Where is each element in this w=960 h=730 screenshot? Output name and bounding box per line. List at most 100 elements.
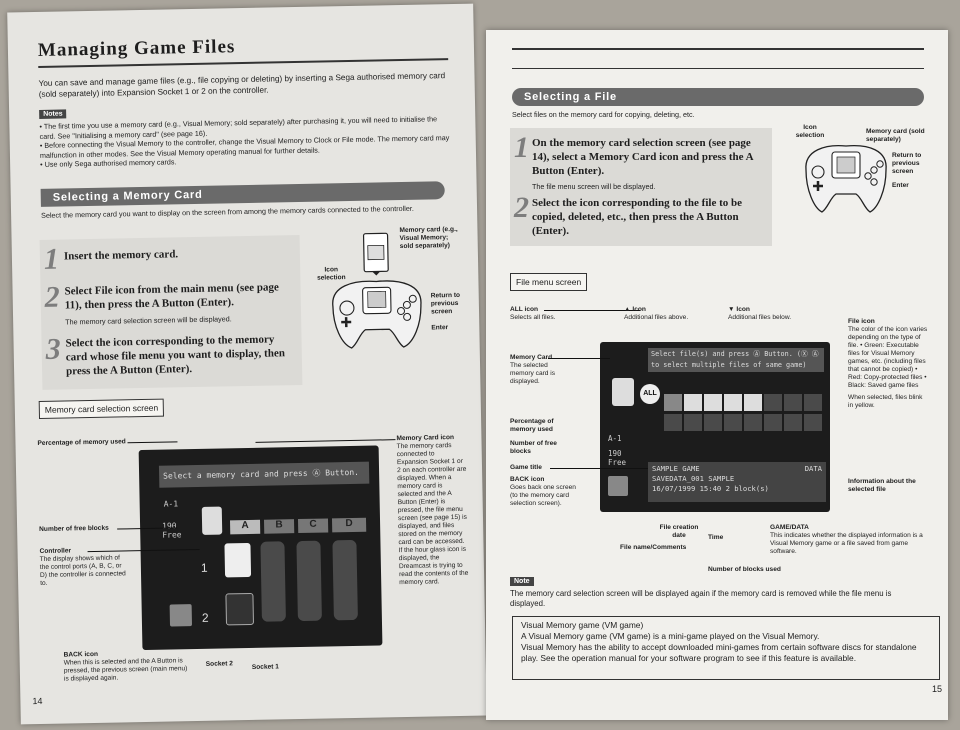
steps-box: 1 Insert the memory card. 2 Select File … — [39, 234, 303, 390]
return-callout: Return to previous screen — [892, 152, 922, 175]
socket-tab-a[interactable]: A — [229, 519, 261, 535]
mc-icon-callout-text: The memory cards connected to Expansion … — [396, 442, 469, 587]
step-subtext: The file menu screen will be displayed. — [532, 182, 656, 191]
controller-icon — [805, 144, 887, 213]
return-callout: Return to previous screen — [430, 291, 461, 316]
step-text: Select the icon corresponding to the mem… — [65, 333, 286, 378]
empty-slots — [256, 536, 378, 628]
callout-text: Additional files above. — [624, 314, 689, 321]
time-callout: Time — [708, 534, 724, 541]
section-intro: Select files on the memory card for copy… — [512, 110, 695, 119]
card-info: A-1 190 Free — [608, 434, 626, 467]
free-count: 190 — [608, 449, 622, 458]
step-number: 1 — [43, 242, 60, 276]
callout-title: ▲ Icon — [624, 306, 646, 313]
page-title: Managing Game Files — [37, 36, 236, 61]
game-data-tag: DATA — [804, 464, 822, 473]
memory-card-selection-screen: Select a memory card and press Ⓐ Button.… — [138, 445, 383, 651]
callout-line — [255, 439, 396, 443]
callout-text: The selected memory card is displayed. — [510, 362, 556, 385]
controller-illustration — [796, 130, 926, 240]
callout-line — [550, 468, 648, 469]
back-icon[interactable] — [169, 604, 193, 627]
step-text: On the memory card selection screen (see… — [532, 137, 753, 177]
callout-text: Goes back one screen (to the memory card… — [510, 484, 576, 507]
file-time: 15:40 — [699, 484, 722, 493]
vm-title: Visual Memory game (VM game) — [521, 620, 644, 630]
back-icon-callout: BACK icon Goes back one screen (to the m… — [510, 476, 580, 508]
free-blocks-callout: Number of free blocks — [510, 440, 557, 455]
socket-tabs: A B C D — [229, 517, 380, 535]
card-id: A-1 — [163, 499, 179, 509]
memory-card-callout: Memory card (e.g., Visual Memory; sold s… — [399, 225, 458, 251]
socket-tab-c[interactable]: C — [297, 518, 329, 534]
back-icon-callout: BACK icon When this is selected and the … — [63, 649, 194, 683]
file-blocks: 2 block(s) — [725, 484, 769, 493]
step-number: 2 — [514, 191, 529, 224]
callout-line — [544, 310, 640, 311]
section-banner: Selecting a Memory Card — [40, 181, 445, 207]
memory-card-callout: Memory card (sold separately) — [866, 128, 925, 143]
enter-callout: Enter — [431, 324, 449, 332]
step-subtext: The memory card selection screen will be… — [65, 314, 232, 327]
back-icon[interactable] — [608, 476, 628, 496]
section-banner: Selecting a File — [512, 88, 924, 106]
step-text: Insert the memory card. — [63, 248, 179, 263]
file-icon[interactable] — [704, 394, 722, 411]
down-icon-callout: ▼ Icon Additional files below. — [728, 306, 818, 322]
file-icon[interactable] — [664, 394, 682, 411]
card-id: A-1 — [608, 434, 622, 443]
file-info-callout: Information about the selected file — [848, 478, 916, 493]
blocks-used-callout: Number of blocks used — [708, 566, 781, 573]
header-rule — [512, 48, 924, 50]
screen-prompt: Select file(s) and press Ⓐ Button. (Ⓧ Ⓐ … — [648, 348, 824, 372]
all-icon-callout: ALL icon Selects all files. — [510, 306, 570, 322]
section-intro: Select the memory card you want to displ… — [41, 203, 414, 220]
controller-illustration — [311, 224, 474, 377]
file-slot — [764, 394, 782, 411]
all-icon[interactable]: ALL — [640, 384, 660, 404]
icon-selection-callout: Icon selection — [795, 124, 825, 139]
enter-callout: Enter — [892, 182, 909, 189]
file-slot — [764, 414, 782, 431]
callout-text: This indicates whether the displayed inf… — [770, 532, 923, 555]
notes-label: Notes — [39, 109, 67, 119]
callout-line — [548, 358, 610, 359]
file-icon[interactable] — [684, 394, 702, 411]
file-slot — [704, 414, 722, 431]
game-title-callout: Game title — [510, 464, 542, 471]
steps-box: 1 On the memory card selection screen (s… — [510, 128, 772, 246]
callout-text: When selected, files blink in yellow. — [848, 394, 923, 409]
back-callout-text: When this is selected and the A Button i… — [63, 657, 188, 683]
file-icon[interactable] — [724, 394, 742, 411]
icon-selection-callout: Icon selection — [317, 266, 346, 282]
step-number: 3 — [45, 332, 61, 366]
prompt-line: to select multiple files of same game) — [651, 361, 807, 369]
screen-label: Memory card selection screen — [38, 398, 165, 420]
memory-card-icon[interactable] — [224, 542, 252, 578]
free-label: Free — [162, 530, 182, 540]
file-icon-grid — [664, 394, 824, 452]
file-slot — [744, 414, 762, 431]
screen-prompt: Select a memory card and press Ⓐ Button. — [158, 461, 370, 488]
file-slot — [804, 414, 822, 431]
game-data-callout: GAME/DATA This indicates whether the dis… — [770, 524, 930, 556]
file-icon-callout: File icon The color of the icon varies d… — [848, 318, 928, 410]
file-date: 16/07/1999 — [652, 484, 696, 493]
memory-card-callout: Memory Card The selected memory card is … — [510, 354, 570, 386]
free-count: 190 — [162, 521, 177, 531]
socket-tab-d[interactable]: D — [331, 517, 367, 533]
socket-tab-b[interactable]: B — [263, 519, 295, 534]
socket-1-callout: Socket 1 — [251, 663, 280, 671]
file-icon[interactable] — [744, 394, 762, 411]
file-slot — [724, 414, 742, 431]
file-slot — [684, 414, 702, 431]
step-number: 1 — [514, 131, 529, 164]
memory-card-icon-callout: Memory Card icon The memory cards connec… — [396, 434, 469, 587]
prompt-line: Select file(s) and press Ⓐ Button. (Ⓧ Ⓐ — [651, 350, 819, 358]
intro-text: You can save and manage game files (e.g.… — [38, 71, 446, 99]
controller-callout: Controller The display shows which of th… — [39, 546, 130, 588]
hourglass-card-icon[interactable] — [225, 592, 255, 626]
